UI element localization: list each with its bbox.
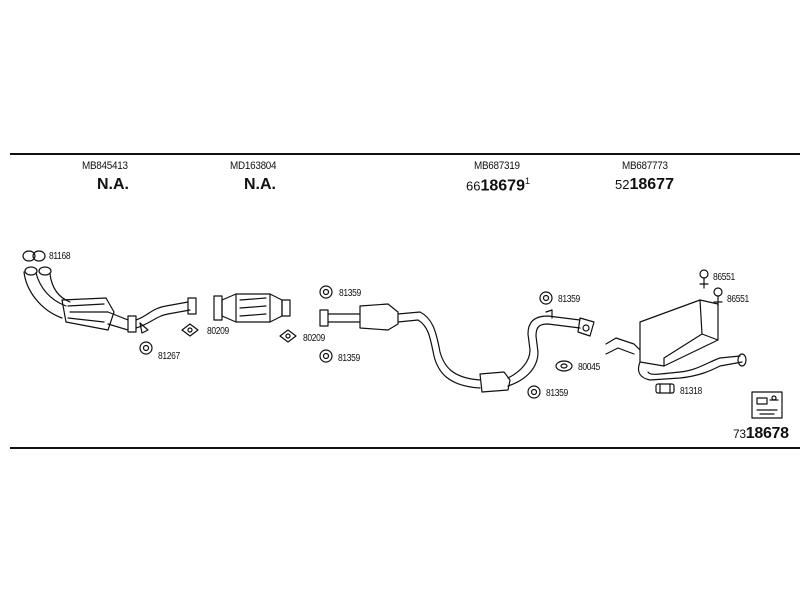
center-pipe-resonator: [319, 303, 595, 393]
group-main-col4: 18677: [629, 176, 674, 193]
part-number-col4: MB687773: [622, 160, 668, 172]
part-number-col2: MD163804: [230, 160, 277, 172]
group-prefix-col4: 52: [615, 177, 630, 192]
group-superscript-col3: 1: [524, 176, 530, 186]
part-number-col3: MB687319: [474, 160, 520, 172]
rubber-icon-81318: [655, 383, 675, 394]
label-81267: 81267: [158, 351, 180, 362]
group-number-col4: 5218677: [615, 176, 674, 194]
label-81359-a: 81359: [339, 288, 361, 299]
gasket-icon-80045: [555, 360, 573, 372]
reference-prefix: 73: [733, 427, 746, 441]
part-number-col1: MB845413: [82, 160, 128, 172]
label-80045: 80045: [578, 362, 600, 373]
label-86551-b: 86551: [727, 294, 749, 305]
label-81318: 81318: [680, 386, 702, 397]
nut-icon-81267: [139, 341, 153, 355]
diagram-legend-icon: [751, 391, 783, 419]
front-pipe-catalyst: [23, 266, 197, 334]
clamp-icon-81359-d: [527, 385, 541, 399]
diagram-reference-number: 7318678: [733, 425, 789, 443]
label-81359-c: 81359: [558, 294, 580, 305]
group-number-col3: 66186791: [466, 176, 530, 195]
label-80209-b: 80209: [303, 333, 325, 344]
top-divider: [10, 153, 800, 155]
clamp-icon-81168: [22, 250, 46, 262]
clamp-icon-81359-c: [539, 291, 553, 305]
group-main-col3: 18679: [480, 177, 525, 195]
group-number-col2: N.A.: [244, 176, 276, 193]
gasket-icon-80209-a: [181, 323, 199, 337]
gasket-icon-80209-b: [279, 329, 297, 343]
reference-main: 18678: [745, 425, 789, 442]
label-81359-b: 81359: [338, 353, 360, 364]
label-81168: 81168: [49, 251, 71, 262]
hanger-icon-86551-b: [713, 287, 723, 307]
main-catalyst: [213, 293, 291, 323]
clamp-icon-81359-b: [319, 349, 333, 363]
bottom-divider: [10, 447, 800, 449]
label-80209-a: 80209: [207, 326, 229, 337]
clamp-icon-81359-a: [319, 285, 333, 299]
label-81359-d: 81359: [546, 388, 568, 399]
rear-muffler: [605, 299, 747, 381]
group-number-col1: N.A.: [97, 176, 129, 193]
label-86551-a: 86551: [713, 272, 735, 283]
group-prefix-col3: 66: [466, 178, 481, 194]
hanger-icon-86551-a: [699, 269, 709, 289]
